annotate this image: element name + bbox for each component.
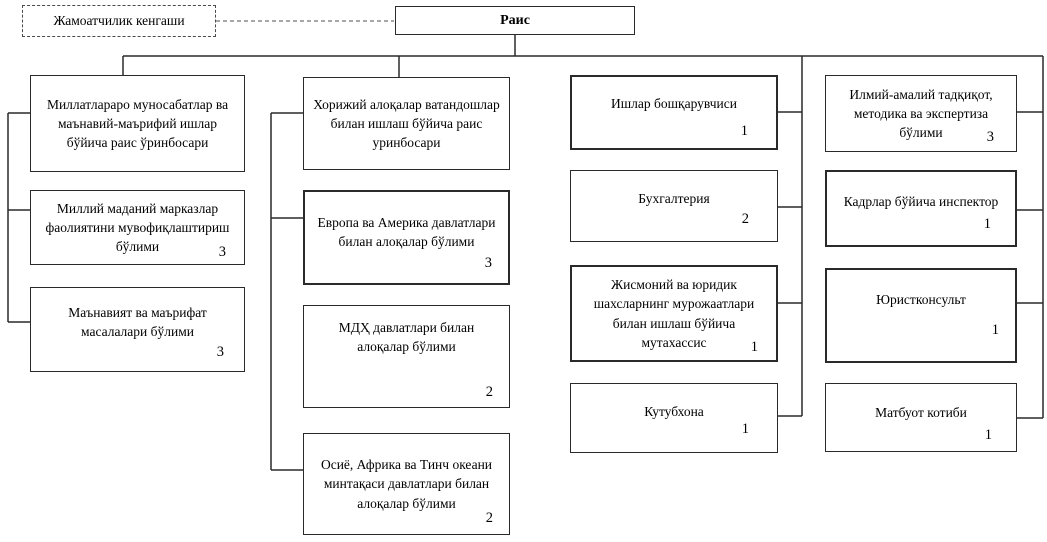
node-label: Жисмоний ва юридик шахсларнинг мурожаатл… [593, 277, 755, 350]
node-label: Юристконсульт [876, 292, 966, 308]
node-label: Илмий-амалий тадқиқот, методика ва экспе… [849, 86, 993, 141]
node-research-methodology-expertise: Илмий-амалий тадқиқот, методика ва экспе… [825, 75, 1017, 152]
node-label: Кадрлар бўйича инспектор [843, 194, 999, 210]
node-label: Бухгалтерия [638, 190, 710, 206]
staff-count-badge: 1 [991, 321, 999, 338]
node-deputy-interethnic: Миллатлараро муносабатлар ва маънавий-ма… [30, 75, 245, 172]
staff-count-badge: 1 [740, 122, 748, 139]
node-individuals-legal-entities-specialist: Жисмоний ва юридик шахсларнинг мурожаатл… [570, 265, 778, 362]
node-label: Матбуот котиби [875, 405, 967, 421]
staff-count-badge: 1 [750, 338, 758, 355]
node-label: Миллий маданий марказлар фаолиятини муво… [45, 200, 230, 255]
node-press-secretary: Матбуот котиби 1 [825, 383, 1017, 452]
staff-count-badge: 2 [485, 509, 493, 526]
staff-count-badge: 3 [986, 128, 994, 145]
node-label: Ишлар бошқарувчиси [611, 96, 737, 112]
node-legal-counsel: Юристконсульт 1 [825, 268, 1017, 363]
node-asia-africa-pacific: Осиё, Африка ва Тинч океани минтақаси да… [303, 433, 510, 535]
node-national-cultural-centers: Миллий маданий марказлар фаолиятини муво… [30, 190, 245, 265]
node-label: Европа ва Америка давлатлари билан алоқа… [317, 214, 496, 249]
staff-count-badge: 1 [983, 215, 991, 232]
staff-count-badge: 3 [218, 243, 226, 260]
node-label: Раис [500, 12, 530, 28]
node-label: Кутубхона [644, 403, 704, 419]
staff-count-badge: 3 [484, 254, 492, 271]
node-label: Осиё, Африка ва Тинч океани минтақаси да… [320, 457, 493, 511]
node-office-manager: Ишлар бошқарувчиси 1 [570, 75, 778, 150]
staff-count-badge: 2 [741, 210, 749, 227]
node-label: Маънавият ва маърифат масалалари бўлими [68, 304, 207, 339]
node-deputy-foreign-relations: Хорижий алоқалар ватандошлар билан ишлаш… [303, 77, 510, 170]
staff-count-badge: 2 [485, 383, 493, 400]
node-accounting: Бухгалтерия 2 [570, 170, 778, 242]
node-label: МДҲ давлатлари билан алоқалар бўлими [338, 319, 475, 354]
node-chairman: Раис [395, 6, 635, 35]
node-cis-states: МДҲ давлатлари билан алоқалар бўлими 2 [303, 305, 510, 408]
node-public-council: Жамоатчилик кенгаши [22, 5, 216, 37]
staff-count-badge: 3 [216, 343, 224, 360]
node-label: Жамоатчилик кенгаши [53, 13, 185, 29]
node-library: Кутубхона 1 [570, 383, 778, 453]
node-europe-america: Европа ва Америка давлатлари билан алоқа… [303, 190, 510, 285]
staff-count-badge: 1 [741, 420, 749, 437]
node-label: Хорижий алоқалар ватандошлар билан ишлаш… [313, 96, 500, 151]
node-spirituality-enlightenment: Маънавият ва маърифат масалалари бўлими … [30, 287, 245, 372]
node-label: Миллатлараро муносабатлар ва маънавий-ма… [46, 96, 229, 151]
staff-count-badge: 1 [984, 426, 992, 443]
node-hr-inspector: Кадрлар бўйича инспектор 1 [825, 170, 1017, 247]
